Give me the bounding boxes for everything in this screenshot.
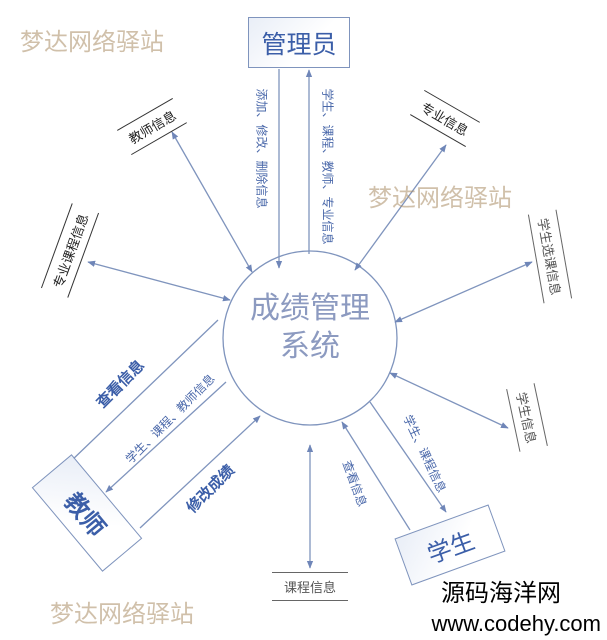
flow-label-admin-to-system: 添加、修改、删除信息	[254, 88, 269, 209]
footer-site-url: www.codehy.com	[431, 611, 601, 636]
watermark: 梦达网络驿站	[50, 600, 194, 628]
flow-major-course-info	[87, 260, 231, 302]
flow-system-to-teacher	[105, 381, 227, 493]
flow-student-view	[341, 421, 411, 531]
entity-admin: 管理员	[248, 17, 350, 68]
center-process-label: 成绩管理 系统	[250, 291, 370, 364]
store-course-info: 课程信息	[272, 572, 348, 601]
flow-major-info	[354, 144, 447, 271]
footer-site-name: 源码海洋网	[441, 579, 561, 607]
flow-teacher-view	[69, 319, 219, 463]
watermark: 梦达网络驿站	[20, 28, 164, 56]
flow-student-course-selection	[394, 261, 533, 323]
flow-label-system-to-admin: 学生、课程、教师、专业信息	[320, 88, 335, 245]
flow-teacher-info	[171, 131, 253, 273]
flow-system-to-student	[369, 401, 447, 513]
flow-student-info	[389, 372, 509, 429]
watermark: 梦达网络驿站	[368, 184, 512, 212]
flow-teacher-modify	[139, 415, 261, 529]
center-process-circle	[222, 250, 398, 426]
